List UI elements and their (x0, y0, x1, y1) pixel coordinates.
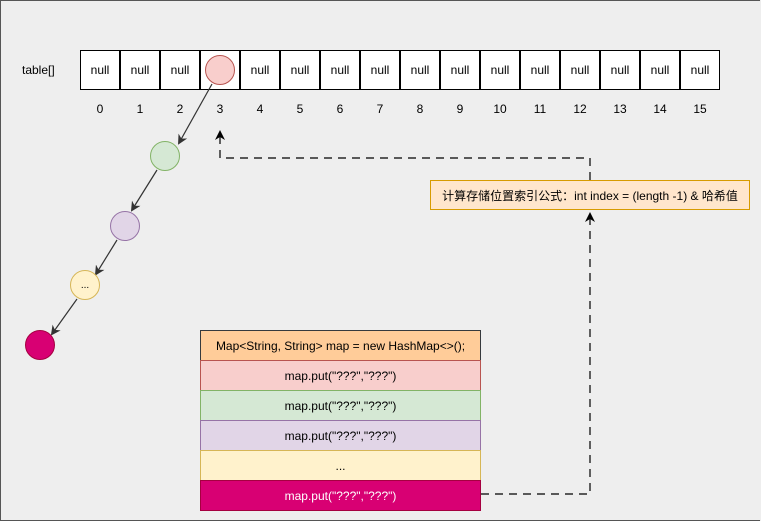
table-index-label: 0 (96, 102, 104, 116)
code-line-5: map.put("???","???") (200, 480, 481, 511)
code-line-3: map.put("???","???") (200, 420, 481, 451)
code-line-1: map.put("???","???") (200, 360, 481, 391)
chain-arrow-2 (130, 169, 158, 212)
table-cell-value: null (170, 63, 190, 77)
code-to-formula-arrow (481, 212, 595, 495)
chain-node-2 (110, 211, 140, 241)
table-index-label: 15 (693, 102, 707, 116)
table-index-label: 14 (653, 102, 667, 116)
chain-arrow-4 (50, 298, 78, 336)
chain-arrow-3 (94, 239, 118, 276)
table-index-label: 11 (533, 102, 547, 116)
code-line-text: Map<String, String> map = new HashMap<>(… (215, 338, 466, 353)
code-line-text: map.put("???","???") (284, 428, 397, 443)
table-label: table[] (22, 63, 55, 77)
table-cell-value: null (610, 63, 630, 77)
chain-node-4 (25, 330, 55, 360)
table-cell-value: null (650, 63, 670, 77)
table-index-label: 1 (136, 102, 144, 116)
table-index-label: 8 (416, 102, 424, 116)
table-cell-value: null (530, 63, 550, 77)
code-line-text: map.put("???","???") (284, 488, 397, 503)
table-cell-4: null (240, 50, 280, 90)
table-cell-value: null (690, 63, 710, 77)
table-index-label: 9 (456, 102, 464, 116)
table-index-label: 6 (336, 102, 344, 116)
code-line-4: ... (200, 450, 481, 481)
chain-node-0 (205, 55, 235, 85)
table-cell-value: null (330, 63, 350, 77)
formula-to-index-arrow (215, 130, 591, 180)
table-cell-value: null (290, 63, 310, 77)
chain-node-3: ... (70, 270, 100, 300)
table-index-label: 5 (296, 102, 304, 116)
table-cell-14: null (640, 50, 680, 90)
code-line-text: ... (335, 458, 346, 473)
table-cell-5: null (280, 50, 320, 90)
table-cell-9: null (440, 50, 480, 90)
table-cell-value: null (410, 63, 430, 77)
table-index-label: 7 (376, 102, 384, 116)
table-cell-0: null (80, 50, 120, 90)
index-formula-text: 计算存储位置索引公式：int index = (length -1) & 哈希值 (442, 188, 738, 203)
code-line-0: Map<String, String> map = new HashMap<>(… (200, 330, 481, 361)
table-index-label: 10 (493, 102, 507, 116)
table-cell-value: null (130, 63, 150, 77)
index-formula-box: 计算存储位置索引公式：int index = (length -1) & 哈希值 (430, 180, 750, 210)
table-cell-8: null (400, 50, 440, 90)
table-cell-6: null (320, 50, 360, 90)
code-line-text: map.put("???","???") (284, 368, 397, 383)
table-index-label: 4 (256, 102, 264, 116)
table-cell-value: null (570, 63, 590, 77)
table-cell-15: null (680, 50, 720, 90)
table-cell-11: null (520, 50, 560, 90)
table-index-label: 13 (613, 102, 627, 116)
chain-node-1 (150, 141, 180, 171)
chain-arrow-1 (178, 83, 213, 145)
table-cell-value: null (370, 63, 390, 77)
table-cell-13: null (600, 50, 640, 90)
table-cell-1: null (120, 50, 160, 90)
code-line-2: map.put("???","???") (200, 390, 481, 421)
table-cell-value: null (90, 63, 110, 77)
table-cell-10: null (480, 50, 520, 90)
table-cell-value: null (450, 63, 470, 77)
table-cell-value: null (490, 63, 510, 77)
table-index-label: 2 (176, 102, 184, 116)
chain-node-label: ... (80, 279, 90, 291)
table-cell-12: null (560, 50, 600, 90)
table-index-label: 12 (573, 102, 587, 116)
table-cell-value: null (250, 63, 270, 77)
table-cell-2: null (160, 50, 200, 90)
code-line-text: map.put("???","???") (284, 398, 397, 413)
table-index-label: 3 (216, 102, 224, 116)
table-cell-7: null (360, 50, 400, 90)
